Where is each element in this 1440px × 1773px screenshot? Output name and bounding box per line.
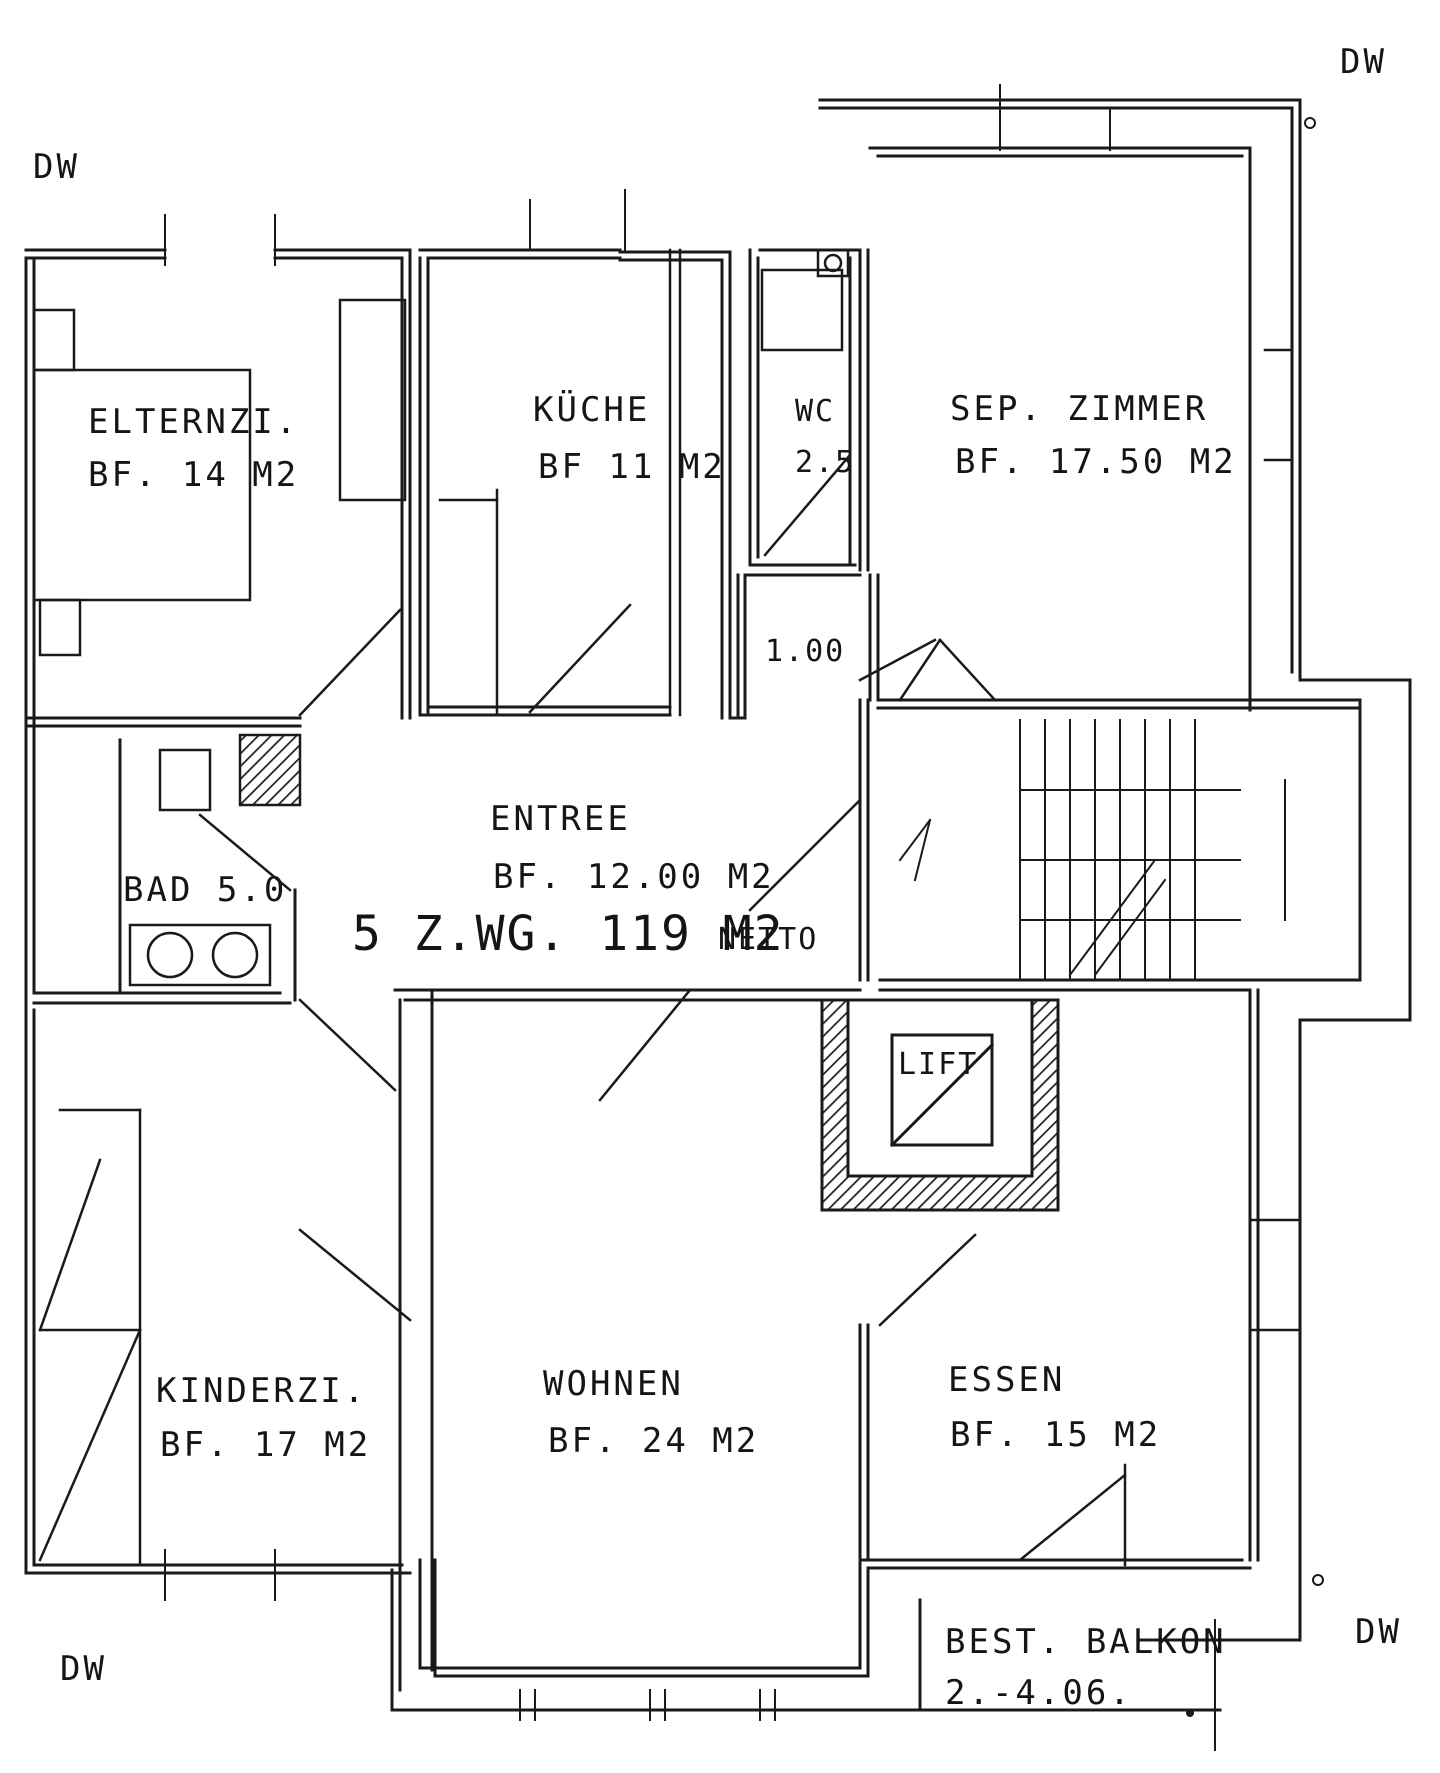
room-name-kueche: KÜCHE	[533, 390, 651, 430]
interior-walls	[24, 248, 1362, 1562]
balcony-label: BEST. BALKON	[945, 1622, 1227, 1662]
dw-marker-bottom-right: DW	[1355, 1612, 1402, 1652]
total-area-summary: 5 Z.WG. 119 M2	[352, 906, 785, 962]
dw-marker-bottom-left: DW	[60, 1649, 107, 1689]
room-name-entree: ENTREE	[490, 799, 631, 839]
dimension-label: 1.00	[765, 634, 846, 669]
room-area-kinderzi: BF. 17 M2	[160, 1425, 372, 1465]
room-name-kinderzi: KINDERZI.	[156, 1371, 368, 1411]
room-area-entree: BF. 12.00 M2	[493, 857, 775, 897]
room-name-lift: LIFT	[898, 1047, 979, 1082]
room-name-wc: WC	[795, 394, 836, 429]
room-name-bad: BAD 5.0	[123, 870, 288, 910]
room-name-sep-zimmer: SEP. ZIMMER	[950, 389, 1209, 429]
dimension-ticks	[164, 84, 1216, 1751]
room-area-sep-zimmer: BF. 17.50 M2	[955, 442, 1237, 482]
lift-shaft	[820, 998, 1060, 1212]
room-name-essen: ESSEN	[948, 1360, 1066, 1400]
room-area-kueche: BF 11 M2	[538, 447, 726, 487]
room-area-elternzi: BF. 14 M2	[88, 455, 300, 495]
door-swings	[198, 453, 1127, 1567]
room-name-wohnen: WOHNEN	[543, 1364, 684, 1404]
stairwell	[898, 719, 1286, 981]
dw-marker-top-right: DW	[1340, 42, 1387, 82]
outer-walls	[24, 98, 1412, 1712]
balcony-date: 2.-4.06.	[945, 1673, 1133, 1713]
dw-marker-top-left: DW	[33, 147, 80, 187]
netto-label: NETTO	[718, 922, 819, 957]
fixtures	[32, 248, 1302, 1567]
room-name-elternzi: ELTERNZI.	[88, 402, 300, 442]
room-area-wohnen: BF. 24 M2	[548, 1421, 760, 1461]
room-area-wc: 2.5	[795, 445, 856, 480]
room-area-essen: BF. 15 M2	[950, 1415, 1162, 1455]
